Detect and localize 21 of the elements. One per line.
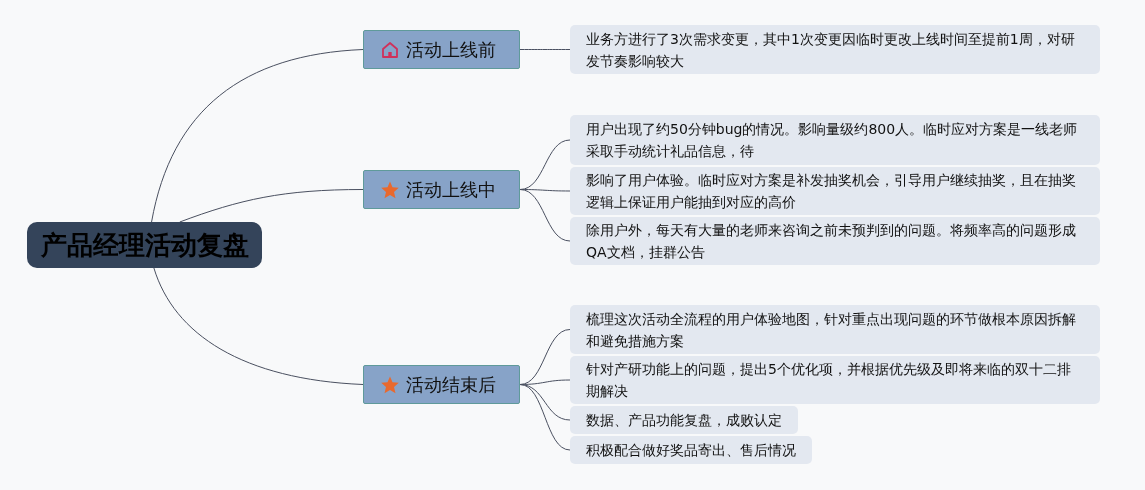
topic-box: [363, 365, 520, 404]
topic-box: [363, 170, 520, 209]
connector-line: [153, 267, 364, 385]
connector-line: [519, 384, 571, 451]
topic-label: 活动上线中: [406, 177, 496, 202]
connector-line: [519, 189, 571, 242]
central-topic-box: 产品经理活动复盘: [27, 222, 262, 268]
note-box: 针对产研功能上的问题，提出5个优化项，并根据优先级及即将来临的双十二排期解决: [570, 356, 1100, 404]
note-box: 数据、产品功能复盘，成败认定: [570, 406, 798, 434]
note-box: 用户出现了约50分钟bug的情况。影响量级约800人。临时应对方案是一线老师采取手动统计礼品信息，待: [570, 115, 1100, 165]
note-box: 梳理这次活动全流程的用户体验地图，针对重点出现问题的环节做根本原因拆解和避免措施方案: [570, 305, 1100, 354]
connector-line: [151, 49, 364, 223]
topic-label: 活动上线前: [406, 37, 496, 62]
topic-label: 活动结束后: [406, 372, 496, 397]
note-box: 除用户外，每天有大量的老师来咨询之前未预判到的问题。将频率高的问题形成QA文档，挂群公告: [570, 217, 1100, 265]
note-box: 业务方进行了3次需求变更，其中1次变更因临时更改上线时间至提前1周，对研发节奏影响较大: [570, 25, 1100, 74]
note-box: 积极配合做好奖品寄出、售后情况: [570, 436, 812, 464]
topic-box: [363, 30, 520, 69]
connector-line: [179, 189, 364, 223]
connector-line: [519, 49, 571, 50]
note-box: 影响了用户体验。临时应对方案是补发抽奖机会，引导用户继续抽奖，且在抽奖逻辑上保证用户能抽到对应的高价: [570, 167, 1100, 215]
